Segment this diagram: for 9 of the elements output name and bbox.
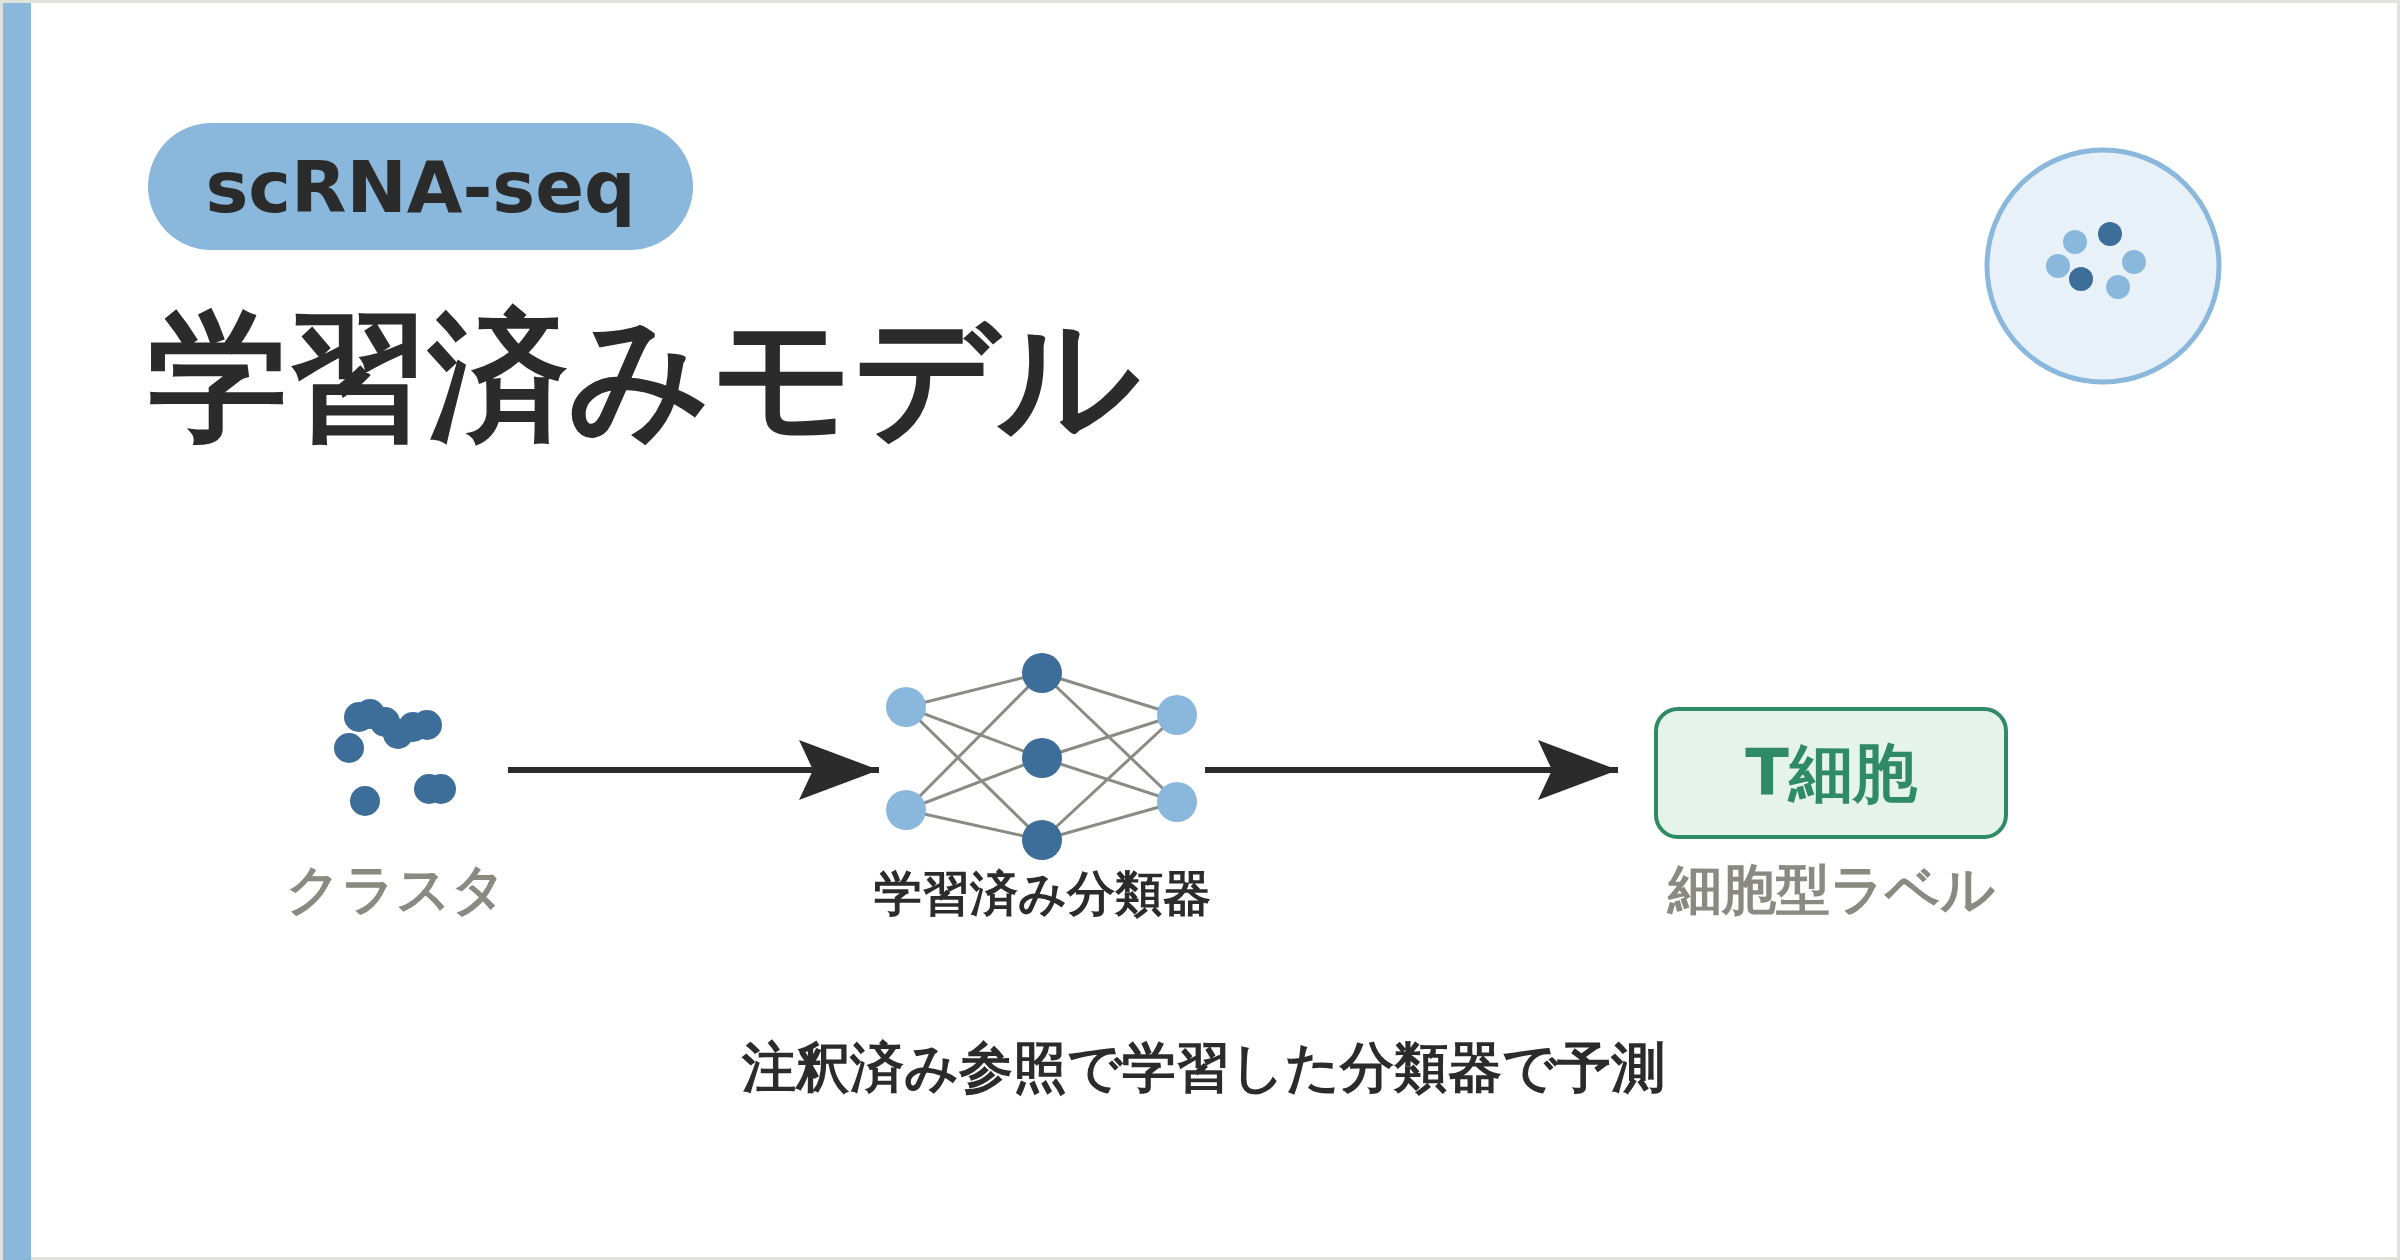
arrow [508, 740, 879, 800]
arrow [1205, 740, 1618, 800]
category-badge: scRNA-seq [148, 123, 693, 250]
node-caption: 学習済み分類器 [872, 865, 1212, 923]
caption: 注釈済み参照で学習した分類器で予測 [740, 1035, 1666, 1101]
node-caption: 細胞型ラベル [1666, 858, 1996, 923]
cell-type-label-box: T細胞 [1654, 707, 2008, 839]
node-caption: クラスタ [285, 858, 507, 923]
title: 学習済みモデル [148, 294, 1140, 460]
